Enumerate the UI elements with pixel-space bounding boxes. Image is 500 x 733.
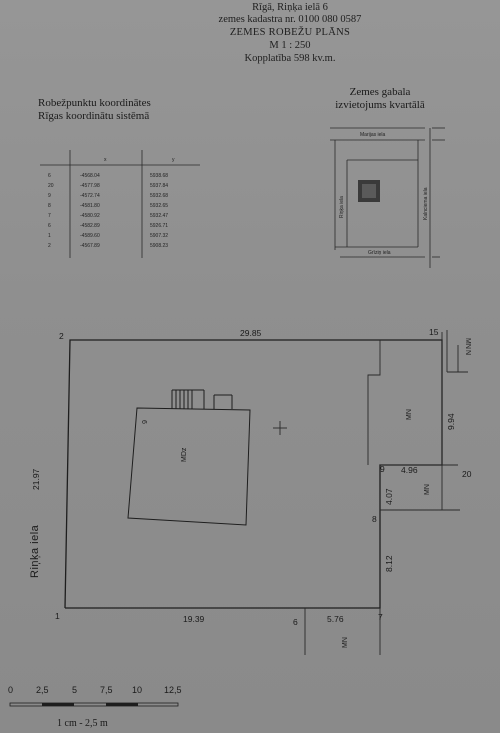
row-point: 6 <box>48 223 51 229</box>
row-point: 8 <box>48 203 51 209</box>
coordinates-table <box>40 150 200 258</box>
row-point: 9 <box>48 193 51 199</box>
col-y-header: y <box>172 157 175 163</box>
neighbor-top-right: MN <box>464 338 471 349</box>
parcel-marker-inner <box>362 184 376 198</box>
street-label: Riņķa iela <box>29 524 41 578</box>
map-street-right: Kalnciema iela <box>423 187 429 220</box>
row-x: -4582.89 <box>80 223 100 229</box>
area-line: Kopplatība 598 kv.m. <box>244 53 336 64</box>
north-marker-a: N <box>464 350 471 355</box>
point-7: 7 <box>378 612 383 622</box>
row-point: 2 <box>48 243 51 249</box>
row-x: -4568.04 <box>80 173 100 179</box>
location-title: Zemes gabala <box>349 86 411 98</box>
row-point: 7 <box>48 213 51 219</box>
point-1: 1 <box>55 611 60 621</box>
row-y: 5907.32 <box>150 233 168 239</box>
neighbor-label-bottom: MN <box>342 637 349 648</box>
coordinates-subtitle: Rīgas koordinātu sistēmā <box>38 110 150 122</box>
neighbor-label-mid: MN <box>424 484 431 495</box>
scale-tick-label: 10 <box>132 685 142 695</box>
point-6: 6 <box>293 617 298 627</box>
point-15: 15 <box>429 327 439 337</box>
coordinate-rows: 6 -4568.04 5938.68 20 -4577.98 5937.84 9 -4572.… <box>48 173 168 249</box>
row-x: -4580.92 <box>80 213 100 219</box>
dim-mid-vertical: 4.07 <box>384 488 394 505</box>
scale-tick-label: 5 <box>72 685 77 695</box>
coordinates-title: Robežpunktu koordinātes <box>38 97 151 109</box>
dim-bottom: 19.39 <box>183 614 205 624</box>
point-8: 8 <box>372 514 377 524</box>
row-y: 5926.71 <box>150 223 168 229</box>
point-2: 2 <box>59 331 64 341</box>
row-x: -4589.60 <box>80 233 100 239</box>
scale-bar <box>9 702 179 707</box>
map-street-top: Marijas iela <box>360 132 386 138</box>
row-x: -4577.98 <box>80 183 100 189</box>
row-y: 5938.68 <box>150 173 168 179</box>
row-y: 5932.47 <box>150 213 168 219</box>
cadastre-line: zemes kadastra nr. 0100 080 0587 <box>218 14 362 25</box>
col-x-header: x <box>104 157 107 163</box>
scale-tick-label: 0 <box>8 685 13 695</box>
location-map <box>330 127 445 268</box>
location-subtitle: izvietojums kvartālā <box>335 99 425 111</box>
map-street-bottom: Grīziņ iela <box>368 250 391 256</box>
row-y: 5932.65 <box>150 203 168 209</box>
scale-line: M 1 : 250 <box>269 40 311 51</box>
row-point: 20 <box>48 183 54 189</box>
point-9: 9 <box>380 464 385 474</box>
row-point: 1 <box>48 233 51 239</box>
point-20: 20 <box>462 469 472 479</box>
center-cross <box>273 421 287 435</box>
building-label: MDz <box>181 447 188 462</box>
row-x: -4581.80 <box>80 203 100 209</box>
building-outline <box>127 389 251 526</box>
scale-caption: 1 cm - 2,5 m <box>57 718 108 729</box>
row-y: 5908.23 <box>150 243 168 249</box>
scale-ticks: 0 2,5 5 7,5 10 12,5 <box>8 685 182 695</box>
dim-right-lower: 8.12 <box>384 555 394 572</box>
building-number: 6 <box>140 420 147 424</box>
map-street-left: Riņķa iela <box>339 196 345 218</box>
dim-right-upper: 9.94 <box>446 413 456 430</box>
address-line: Rīgā, Riņķa ielā 6 <box>252 2 328 13</box>
row-x: -4567.89 <box>80 243 100 249</box>
dim-top: 29.85 <box>240 328 262 338</box>
dim-bottom-right: 5.76 <box>327 614 344 624</box>
document-title: ZEMES ROBEŽU PLĀNS <box>229 27 351 38</box>
row-point: 6 <box>48 173 51 179</box>
scale-tick-label: 2,5 <box>36 685 49 695</box>
neighbor-label-upper: MN <box>406 409 413 420</box>
neighbor-structures <box>304 330 468 655</box>
row-y: 5937.84 <box>150 183 168 189</box>
row-y: 5932.68 <box>150 193 168 199</box>
scale-tick-label: 12,5 <box>164 685 182 695</box>
row-x: -4572.74 <box>80 193 100 199</box>
dim-mid-horizontal: 4.96 <box>401 465 418 475</box>
scale-tick-label: 7,5 <box>100 685 113 695</box>
dim-left: 21.97 <box>31 468 41 490</box>
